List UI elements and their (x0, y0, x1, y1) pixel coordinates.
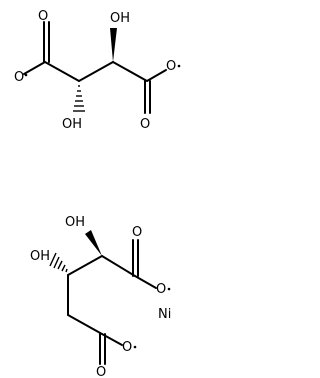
atom-o-upper-left: O (38, 9, 48, 24)
bond-c3-c4 (112, 61, 148, 82)
atom-oh-upper: OH (110, 11, 130, 26)
radical-dot (177, 64, 181, 68)
wedge-bond-c2-oh (85, 230, 102, 256)
structure-drawing: O OH O O OH O OH O (14, 9, 181, 378)
atom-oh-lower: OH (62, 117, 82, 132)
bond-c2-c3 (78, 61, 114, 82)
bond-c4-c5 (67, 314, 103, 335)
tartrate-anion-2: OH O O OH O O (30, 215, 171, 378)
bond-c2-c1 (101, 255, 136, 277)
bond-c1-o-single (134, 275, 157, 289)
radical-dot (24, 73, 28, 77)
hashed-bond-c2-oh (73, 85, 85, 112)
atom-o-upper-right: O (166, 59, 176, 74)
tartrate-anion-1: O OH O O OH O (14, 9, 181, 132)
wedge-bond-c3-oh (110, 28, 117, 62)
nickel-counterion: Ni (158, 307, 171, 322)
radical-dot (133, 345, 137, 349)
atom-o-upper: O (156, 282, 166, 297)
atom-o-double-lower: O (96, 365, 106, 378)
atom-o-lower-right: O (140, 117, 150, 132)
atom-o-lower-left: O (14, 70, 24, 85)
atom-oh-upper: OH (65, 215, 85, 230)
atom-o-lower: O (122, 340, 132, 355)
bond-c4-o-single (146, 69, 167, 82)
bond-c5-o-single (101, 333, 123, 346)
atom-oh-lower: OH (30, 249, 50, 264)
atom-ni: Ni (158, 307, 171, 322)
bond-c1-c2 (44, 61, 80, 82)
atom-o-double-upper: O (132, 225, 142, 240)
radical-dot (167, 287, 171, 291)
bond-c1-o-single (23, 61, 46, 75)
bond-c2-c3 (67, 255, 103, 276)
hashed-bond-c3-oh (49, 252, 68, 273)
